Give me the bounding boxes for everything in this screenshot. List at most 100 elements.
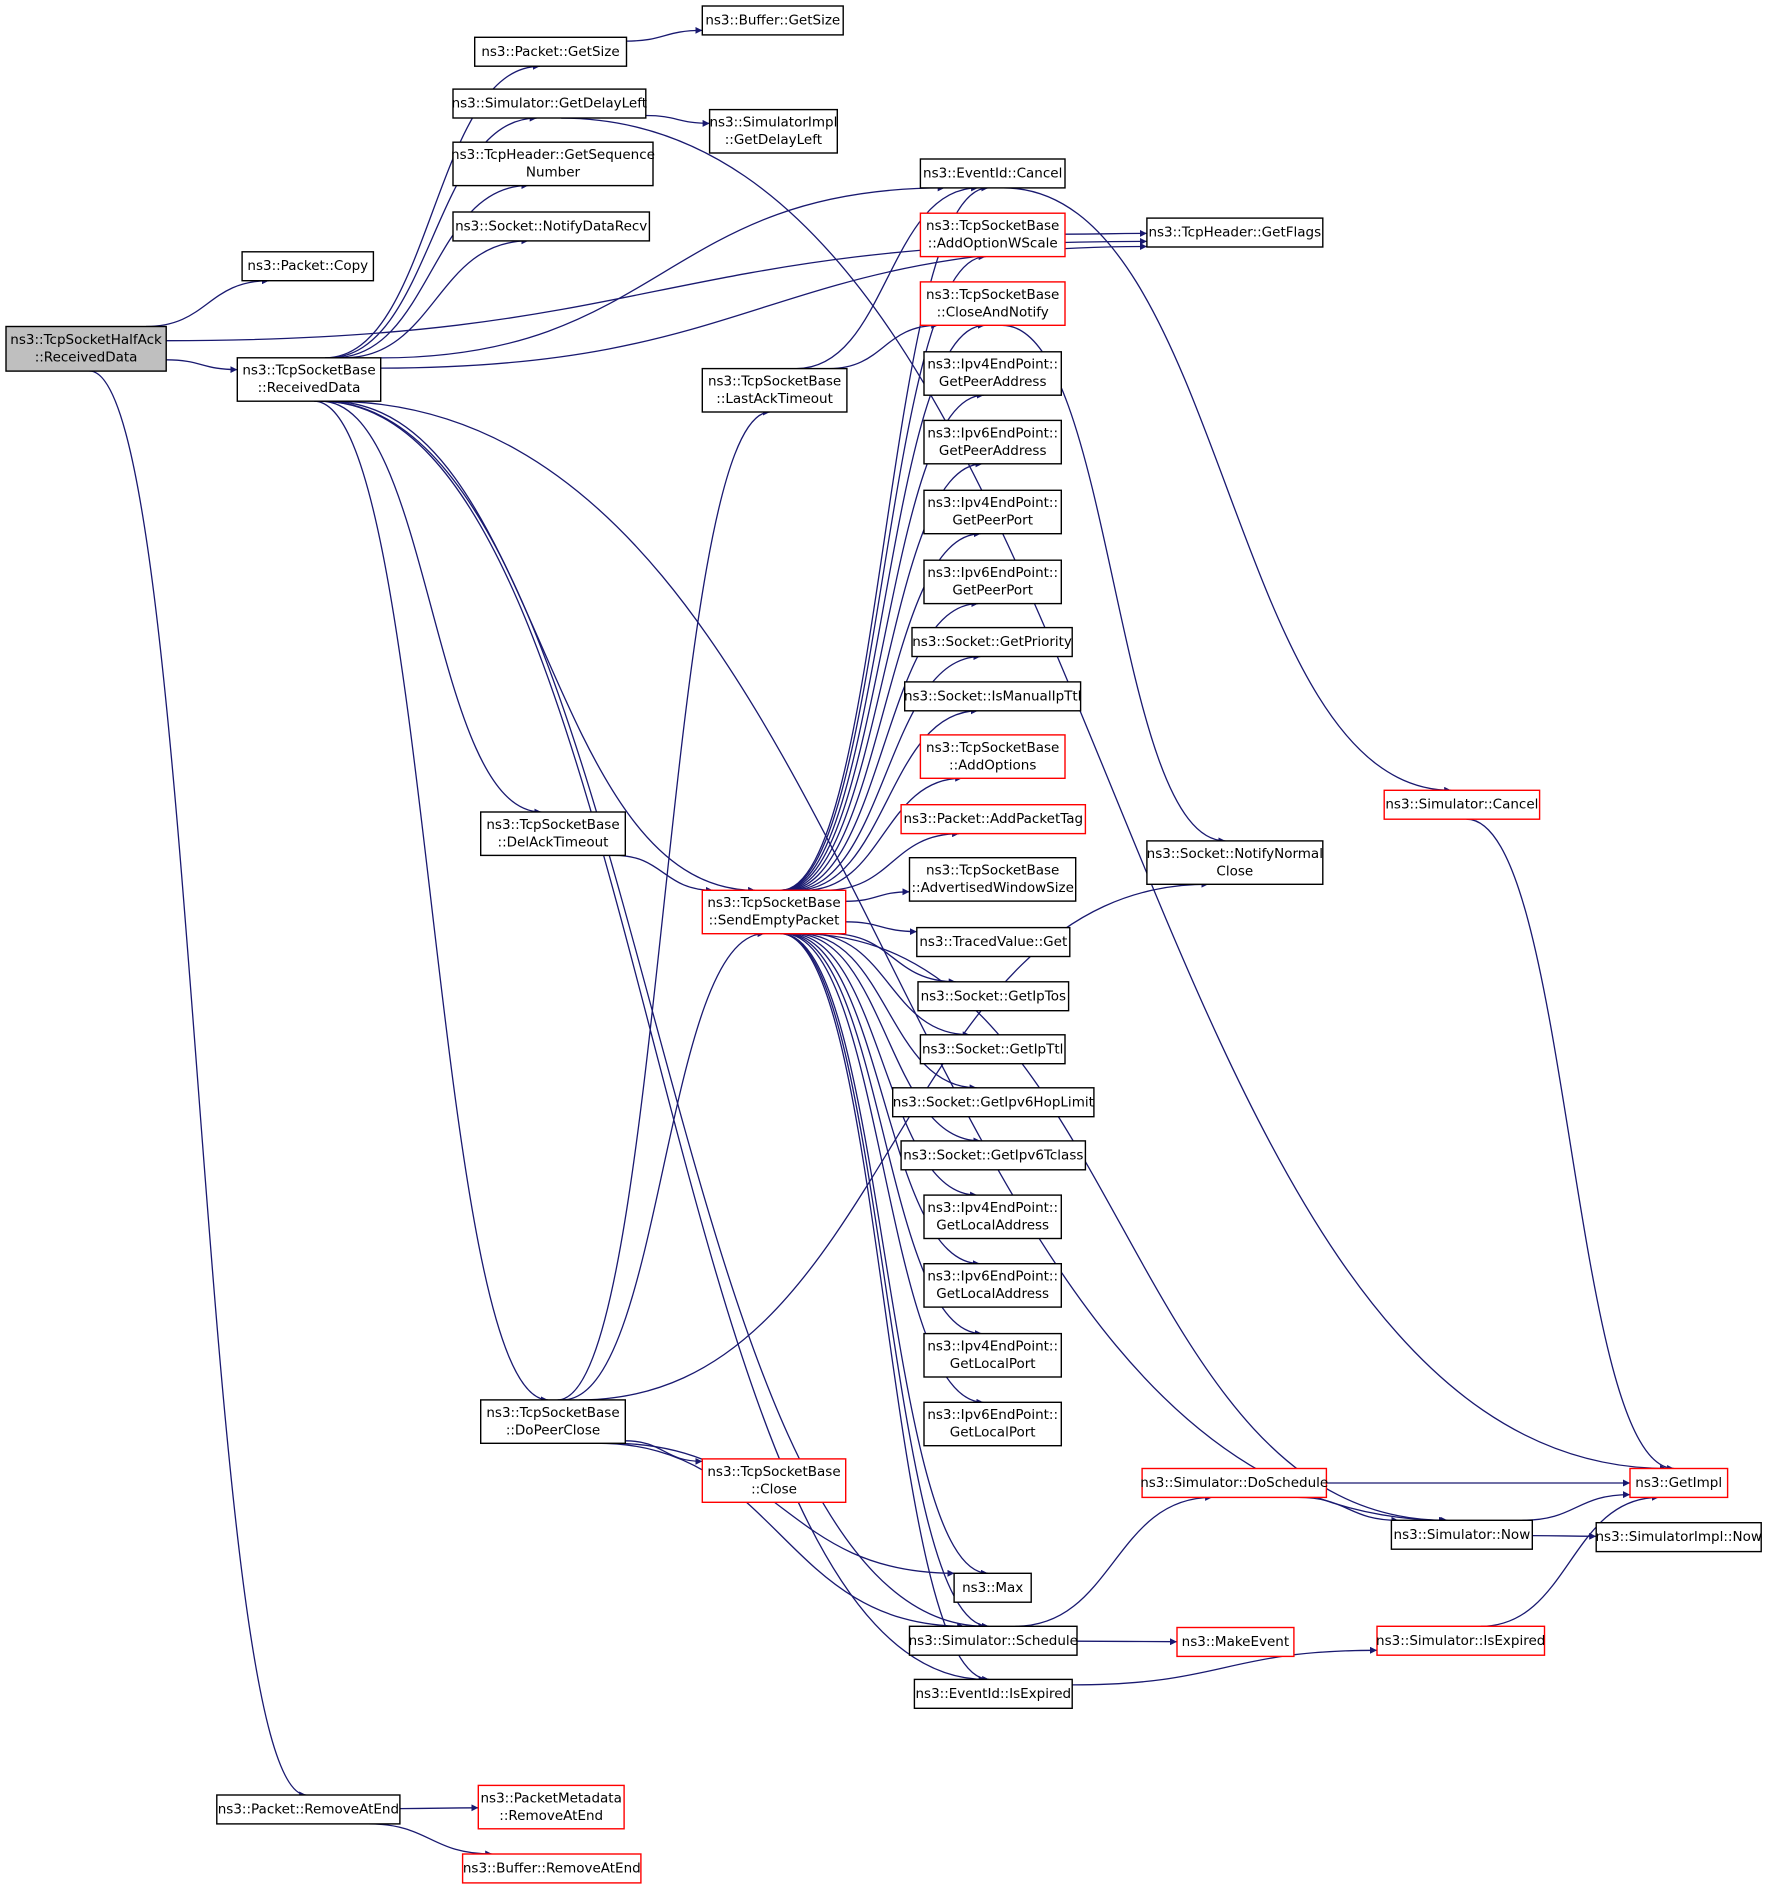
node-ipv4_getpeerport-box bbox=[923, 489, 1063, 535]
node-doschedule[interactable]: ns3::Simulator::DoSchedule bbox=[1140, 1467, 1328, 1499]
edge-getdelayleft-to-simimpl_getdelayleft bbox=[645, 114, 710, 127]
node-ismanualipttl[interactable]: ns3::Socket::IsManualIpTtl bbox=[904, 681, 1081, 712]
node-ipv4_getlocaladdr[interactable]: ns3::Ipv4EndPoint::GetLocalAddress bbox=[923, 1194, 1063, 1240]
node-addoptionwscale-label-line-0: ns3::TcpSocketBase bbox=[926, 218, 1059, 234]
node-sendempty-box bbox=[701, 889, 847, 935]
node-addpackettag-box bbox=[900, 804, 1087, 835]
node-dopeerclose-box bbox=[480, 1399, 627, 1445]
node-ipv4_getpeeraddr-box bbox=[923, 351, 1063, 396]
node-packet_getsize-box bbox=[474, 36, 628, 67]
node-closeandnotify[interactable]: ns3::TcpSocketBase::CloseAndNotify bbox=[919, 281, 1066, 326]
node-advwindowsize[interactable]: ns3::TcpSocketBase::AdvertisedWindowSize bbox=[908, 857, 1077, 902]
node-packet_copy[interactable]: ns3::Packet::Copy bbox=[241, 251, 375, 282]
node-ipv6_getpeeraddr[interactable]: ns3::Ipv6EndPoint::GetPeerAddress bbox=[923, 419, 1063, 465]
node-getipv6hoplimit-box bbox=[892, 1087, 1095, 1118]
node-simimpl_getdelayleft-label-line-1: ::GetDelayLeft bbox=[725, 132, 822, 148]
node-layer: ns3::TcpSocketHalfAck::ReceivedDatans3::… bbox=[5, 5, 1762, 1884]
node-lastacktimeout-label-line-0: ns3::TcpSocketBase bbox=[708, 374, 841, 390]
edge-root-to-rd bbox=[166, 359, 238, 374]
node-advwindowsize-label-line-1: ::AdvertisedWindowSize bbox=[911, 880, 1073, 896]
node-getflags[interactable]: ns3::TcpHeader::GetFlags bbox=[1146, 217, 1324, 248]
node-buffer_getsize[interactable]: ns3::Buffer::GetSize bbox=[701, 5, 844, 36]
node-sendempty[interactable]: ns3::TcpSocketBase::SendEmptyPacket bbox=[701, 889, 847, 935]
node-getipttl[interactable]: ns3::Socket::GetIpTtl bbox=[919, 1034, 1066, 1065]
node-buffer_removeatend[interactable]: ns3::Buffer::RemoveAtEnd bbox=[461, 1853, 642, 1884]
node-pm_removeatend[interactable]: ns3::PacketMetadata::RemoveAtEnd bbox=[477, 1784, 625, 1830]
node-packet_getsize[interactable]: ns3::Packet::GetSize bbox=[474, 36, 628, 67]
edge-doschedule-to-sim_now bbox=[1297, 1496, 1399, 1524]
node-ipv6_getlocaladdr[interactable]: ns3::Ipv6EndPoint::GetLocalAddress bbox=[923, 1262, 1063, 1308]
node-getdelayleft-label-line-0: ns3::Simulator::GetDelayLeft bbox=[452, 96, 647, 112]
node-root[interactable]: ns3::TcpSocketHalfAck::ReceivedData bbox=[5, 325, 167, 372]
edge-schedule-to-doschedule bbox=[1015, 1493, 1213, 1627]
node-ipv6_getpeerport[interactable]: ns3::Ipv6EndPoint::GetPeerPort bbox=[923, 559, 1063, 605]
node-simimpl_getdelayleft[interactable]: ns3::SimulatorImpl::GetDelayLeft bbox=[708, 108, 838, 154]
edge-dopeerclose-to-sendempty bbox=[562, 930, 765, 1401]
node-notifydatarecv[interactable]: ns3::Socket::NotifyDataRecv bbox=[452, 211, 651, 242]
node-sim_now-label-line-0: ns3::Simulator::Now bbox=[1394, 1527, 1531, 1543]
node-buffer_getsize-label-line-0: ns3::Buffer::GetSize bbox=[705, 13, 840, 29]
edge-sendempty-to-max bbox=[780, 932, 989, 1577]
edge-remove_at_end-to-buffer_removeatend bbox=[367, 1823, 493, 1858]
node-getipv6hoplimit[interactable]: ns3::Socket::GetIpv6HopLimit bbox=[892, 1087, 1095, 1118]
node-eventid_cancel-box bbox=[919, 158, 1066, 189]
node-makeevent[interactable]: ns3::MakeEvent bbox=[1176, 1626, 1295, 1658]
node-addpackettag-label-line-0: ns3::Packet::AddPacketTag bbox=[903, 811, 1083, 827]
node-eventid_isexpired-box bbox=[913, 1678, 1073, 1710]
node-eventid_isexpired[interactable]: ns3::EventId::IsExpired bbox=[913, 1678, 1073, 1710]
edge-rd-to-packet_getsize bbox=[324, 62, 540, 359]
node-ipv4_getlocalport-label-line-1: GetLocalPort bbox=[950, 1356, 1036, 1372]
node-pm_removeatend-box bbox=[477, 1784, 625, 1830]
node-tracedvalue_get[interactable]: ns3::TracedValue::Get bbox=[916, 926, 1071, 958]
node-ipv4_getpeeraddr[interactable]: ns3::Ipv4EndPoint::GetPeerAddress bbox=[923, 351, 1063, 396]
node-ipv6_getpeeraddr-box bbox=[923, 419, 1063, 465]
edge-rd-to-getseqnum bbox=[333, 182, 529, 359]
node-ipv4_getlocaladdr-box bbox=[923, 1194, 1063, 1240]
node-getpriority[interactable]: ns3::Socket::GetPriority bbox=[911, 626, 1073, 658]
node-eventid_cancel[interactable]: ns3::EventId::Cancel bbox=[919, 158, 1066, 189]
node-getipv6tclass[interactable]: ns3::Socket::GetIpv6Tclass bbox=[900, 1140, 1087, 1171]
node-ipv6_getpeerport-box bbox=[923, 559, 1063, 605]
node-sim_cancel[interactable]: ns3::Simulator::Cancel bbox=[1383, 789, 1541, 820]
edge-sendempty-to-getipttl bbox=[808, 932, 970, 1039]
edge-rd-to-eventid_isexpired bbox=[320, 400, 986, 1683]
node-close[interactable]: ns3::TcpSocketBase::Close bbox=[701, 1458, 847, 1504]
node-ipv4_getlocalport[interactable]: ns3::Ipv4EndPoint::GetLocalPort bbox=[923, 1332, 1063, 1378]
node-lastacktimeout[interactable]: ns3::TcpSocketBase::LastAckTimeout bbox=[701, 367, 848, 413]
node-sim_isexpired-label-line-0: ns3::Simulator::IsExpired bbox=[1376, 1633, 1545, 1649]
node-addoptions-label-line-1: ::AddOptions bbox=[949, 757, 1036, 773]
node-getimpl[interactable]: ns3::GetImpl bbox=[1629, 1467, 1729, 1499]
node-sim_isexpired[interactable]: ns3::Simulator::IsExpired bbox=[1376, 1625, 1545, 1656]
edge-rd-to-sendempty bbox=[327, 400, 756, 894]
node-closeandnotify-label-line-0: ns3::TcpSocketBase bbox=[926, 287, 1059, 303]
edge-rd-to-sim_now bbox=[330, 400, 1448, 1524]
node-addoptions[interactable]: ns3::TcpSocketBase::AddOptions bbox=[919, 734, 1066, 780]
edge-sendempty-to-ipv6_getpeerport bbox=[788, 600, 979, 891]
edge-addoptionwscale-to-getflags bbox=[1064, 229, 1147, 237]
node-delacktimeout[interactable]: ns3::TcpSocketBase::DelAckTimeout bbox=[480, 811, 627, 857]
node-getdelayleft[interactable]: ns3::Simulator::GetDelayLeft bbox=[452, 88, 647, 119]
edge-sendempty-to-ipv4_getpeerport bbox=[785, 530, 981, 891]
edge-sim_now-to-simimpl_now bbox=[1532, 1532, 1597, 1540]
edge-sendempty-to-ipv4_getlocalport bbox=[784, 932, 983, 1338]
node-schedule[interactable]: ns3::Simulator::Schedule bbox=[909, 1625, 1078, 1656]
node-addoptions-box bbox=[919, 734, 1066, 780]
node-getipttl-label-line-0: ns3::Socket::GetIpTtl bbox=[922, 1041, 1063, 1057]
node-ipv4_getpeerport[interactable]: ns3::Ipv4EndPoint::GetPeerPort bbox=[923, 489, 1063, 535]
node-addoptions-label-line-0: ns3::TcpSocketBase bbox=[926, 740, 1059, 756]
node-ipv4_getpeerport-label-line-0: ns3::Ipv4EndPoint:: bbox=[927, 495, 1058, 511]
edge-schedule-to-makeevent bbox=[1076, 1638, 1178, 1646]
node-addoptionwscale[interactable]: ns3::TcpSocketBase::AddOptionWScale bbox=[919, 212, 1066, 258]
node-addpackettag[interactable]: ns3::Packet::AddPacketTag bbox=[900, 804, 1087, 835]
node-max[interactable]: ns3::Max bbox=[953, 1572, 1032, 1603]
node-ipv6_getlocalport[interactable]: ns3::Ipv6EndPoint::GetLocalPort bbox=[923, 1401, 1063, 1447]
node-simimpl_now[interactable]: ns3::SimulatorImpl::Now bbox=[1595, 1521, 1762, 1553]
node-sim_now[interactable]: ns3::Simulator::Now bbox=[1390, 1519, 1534, 1550]
node-dopeerclose[interactable]: ns3::TcpSocketBase::DoPeerClose bbox=[480, 1399, 627, 1445]
node-rd[interactable]: ns3::TcpSocketBase::ReceivedData bbox=[236, 357, 382, 402]
node-getiptos[interactable]: ns3::Socket::GetIpTos bbox=[917, 981, 1070, 1012]
node-remove_at_end[interactable]: ns3::Packet::RemoveAtEnd bbox=[216, 1794, 401, 1825]
node-tracedvalue_get-label-line-0: ns3::TracedValue::Get bbox=[919, 934, 1067, 950]
